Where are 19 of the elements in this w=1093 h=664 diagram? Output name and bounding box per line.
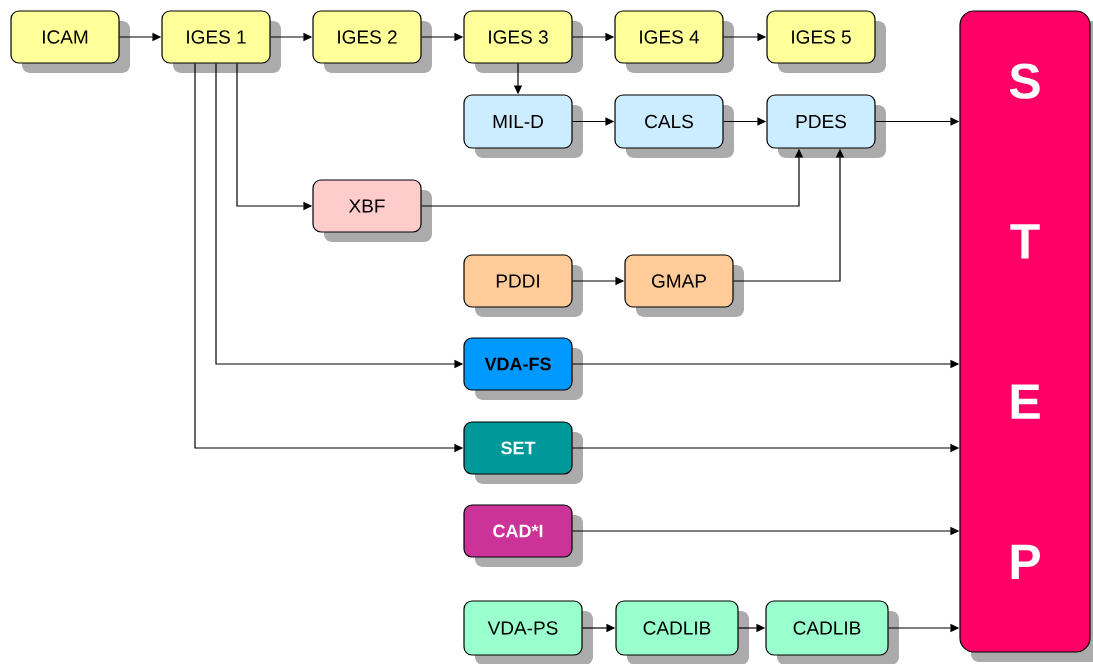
process-box: CALS — [614, 94, 734, 158]
process-box: IGES 3 — [463, 10, 583, 73]
process-box: MIL-D — [463, 94, 583, 158]
process-box: SET — [463, 421, 583, 484]
process-box: CADLIB — [765, 600, 899, 664]
step-box: S T E P — [959, 10, 1093, 662]
process-box: IGES 2 — [312, 10, 432, 73]
process-box: PDES — [766, 94, 886, 158]
process-box: VDA-PS — [463, 600, 593, 664]
process-box: CAD*I — [463, 504, 583, 567]
process-box: GMAP — [624, 254, 744, 317]
process-box: PDDI — [463, 254, 583, 317]
process-box: CADLIB — [615, 600, 749, 664]
process-box: VDA-FS — [463, 337, 583, 400]
process-box: IGES 5 — [766, 10, 886, 73]
process-box: IGES 1 — [161, 10, 281, 73]
process-box: XBF — [312, 179, 432, 242]
process-box: ICAM — [10, 10, 130, 73]
process-box: IGES 4 — [614, 10, 734, 73]
